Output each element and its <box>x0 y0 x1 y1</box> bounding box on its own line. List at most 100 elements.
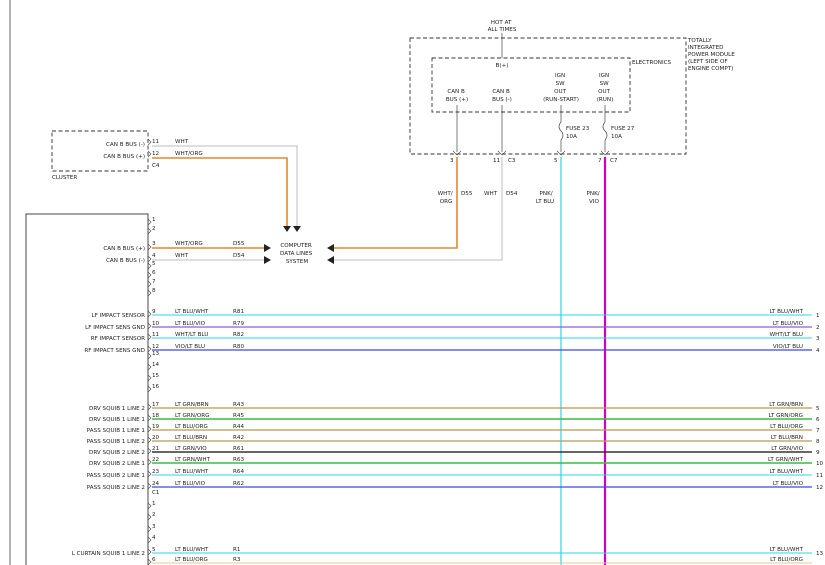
orc-wire-color: LT BLU/BRN <box>175 435 207 441</box>
orc-pin-connector <box>147 447 152 455</box>
orc-pin-number: 18 <box>152 413 160 419</box>
orc-pin-number: 23 <box>152 469 160 475</box>
orc-unused-pin: 6 <box>152 270 156 276</box>
tipm-can-b-plus-wire <box>332 157 458 249</box>
tipm-wire-3-color: WHT/ ORG <box>438 191 455 205</box>
orc-connector-c1: C1 <box>152 490 160 496</box>
orc-right-wire-color: LT GRN/BRN <box>769 402 803 408</box>
orc-unused-pin: 15 <box>152 373 160 379</box>
orc-pin-number: 12 <box>152 344 159 350</box>
tipm-wire-7-color: PNK/ VIO <box>587 191 602 205</box>
orc-can-wire-color: WHT/ORG <box>175 241 203 247</box>
orc-wire-circuit: R3 <box>233 557 241 563</box>
ign-run-label: IGN SW OUT (RUN) <box>597 73 614 103</box>
cluster-can-b-minus-wire <box>152 145 298 228</box>
orc-right-wire-color: VIO/LT BLU <box>773 344 803 350</box>
orc-right-wire-color: LT BLU/VIO <box>773 321 804 327</box>
orc-wire-color: LT BLU/WHT <box>175 469 209 475</box>
orc-pin-connector <box>147 425 152 433</box>
orc-right-pin-number: 4 <box>816 348 820 354</box>
orc-circuit-name: L CURTAIN SQUIB 1 LINE 2 <box>72 551 145 557</box>
orc-wire-color: WHT/LT BLU <box>175 332 208 338</box>
tipm-pin-11-connector <box>497 150 507 156</box>
orc-wire-color: VIO/LT BLU <box>175 344 205 350</box>
orc-pin-number: 9 <box>152 309 156 315</box>
cluster-wire-12-color: WHT/ORG <box>175 151 203 157</box>
orc-can-wire-color: WHT <box>175 253 189 259</box>
orc-unused-pin-connector <box>147 352 152 360</box>
orc-circuit-name: PASS SQUIB 1 LINE 1 <box>87 428 146 434</box>
hot-at-all-times-label: HOT AT ALL TIMES <box>488 20 517 33</box>
orc-right-pin-number: 3 <box>816 336 820 342</box>
orc-right-wire-color: LT BLU/VIO <box>773 481 804 487</box>
tipm-connector-c7: C7 <box>610 158 618 164</box>
orc-pin-connector <box>147 558 152 565</box>
orc-right-wire-color: LT BLU/BRN <box>771 435 803 441</box>
orc-wire-color: LT BLU/ORG <box>175 557 208 563</box>
orc-pin-connector <box>147 345 152 353</box>
cluster-pin-12-connector <box>147 150 152 158</box>
tipm-pin-5-connector <box>556 150 566 156</box>
orc-right-wire-color: LT BLU/ORG <box>770 424 803 430</box>
orc-pin-connector <box>147 548 152 556</box>
orc-unused-pin-connector <box>147 218 152 226</box>
orc-unused-pin: 16 <box>152 384 160 390</box>
orc-pin-number: 10 <box>152 321 160 327</box>
orc-unused-pin: 8 <box>152 288 156 294</box>
orc-wire-color: LT BLU/VIO <box>175 481 206 487</box>
orc-right-pin-number: 9 <box>816 450 820 456</box>
orc-right-pin-number: 7 <box>816 428 820 434</box>
orc-unused-pin-connector <box>147 374 152 382</box>
orc-right-wire-color: LT BLU/WHT <box>770 309 804 315</box>
tipm-arrow-minus-icon <box>327 256 334 264</box>
orc-unused-pin: 1 <box>152 217 156 223</box>
orc-pin-number: 5 <box>152 547 156 553</box>
orc-wire-color: LT GRN/VIO <box>175 446 207 452</box>
orc-right-pin-number: 10 <box>816 461 824 467</box>
orc-can-label: CAN B BUS (-) <box>106 258 145 264</box>
orc-wire-circuit: R82 <box>233 332 244 338</box>
tipm-wire-11-color: WHT <box>484 191 498 197</box>
orc-circuit-name: DRV SQUIB 1 LINE 2 <box>89 406 145 412</box>
tipm-title: TOTALLY INTEGRATED POWER MODULE (LEFT SI… <box>687 38 737 72</box>
orc-wire-circuit: R62 <box>233 481 244 487</box>
orc-unused-pin: 2 <box>152 226 156 232</box>
orc-circuit-name: DRV SQUIB 2 LINE 1 <box>89 461 145 467</box>
electronics-label: ELECTRONICS <box>632 60 672 66</box>
orc-circuit-name: RF IMPACT SENS GND <box>84 348 145 354</box>
orc-unused-pin-connector <box>147 363 152 371</box>
orc-right-pin-number: 5 <box>816 406 820 412</box>
orc-right-wire-color: WHT/LT BLU <box>770 332 803 338</box>
orc-unused-pin-connector <box>147 289 152 297</box>
orc-can-pin: 4 <box>152 253 156 259</box>
tipm-connector-c3: C3 <box>508 158 516 164</box>
orc-right-pin-number: 1 <box>816 313 820 319</box>
cluster-arrow-minus-icon <box>293 226 301 232</box>
orc-wire-color: LT BLU/WHT <box>175 547 209 553</box>
orc-pin-connector <box>147 333 152 341</box>
orc-unused-pin-connector <box>147 536 152 544</box>
orc-wire-circuit: R44 <box>233 424 244 430</box>
orc-pin-connector <box>147 414 152 422</box>
orc-right-pin-number: 6 <box>816 417 820 423</box>
orc-pin-number: 21 <box>152 446 160 452</box>
orc-unused-pin: 7 <box>152 279 156 285</box>
orc-unused-pin-connector <box>147 280 152 288</box>
orc-unused-pin: 14 <box>152 362 160 368</box>
orc-circuit-name: PASS SQUIB 1 LINE 2 <box>87 439 145 445</box>
orc-unused-pin: 1 <box>152 501 156 507</box>
orc-right-wire-color: LT GRN/ORG <box>769 413 803 419</box>
fuse-27-icon <box>602 121 608 141</box>
orc-right-wire-color: LT BLU/ORG <box>770 557 803 563</box>
orc-can-circuit: D55 <box>233 241 245 247</box>
orc-wire-circuit: R80 <box>233 344 244 350</box>
orc-wire-circuit: R1 <box>233 547 241 553</box>
orc-right-wire-color: LT GRN/WHT <box>768 457 804 463</box>
orc-unused-pin: 5 <box>152 261 156 267</box>
orc-pin-connector <box>147 482 152 490</box>
orc-can-pin-connector <box>147 243 152 251</box>
orc-pin-number: 6 <box>152 557 156 563</box>
orc-pin-connector <box>147 403 152 411</box>
orc-circuit-name: RF IMPACT SENSOR <box>91 336 145 342</box>
